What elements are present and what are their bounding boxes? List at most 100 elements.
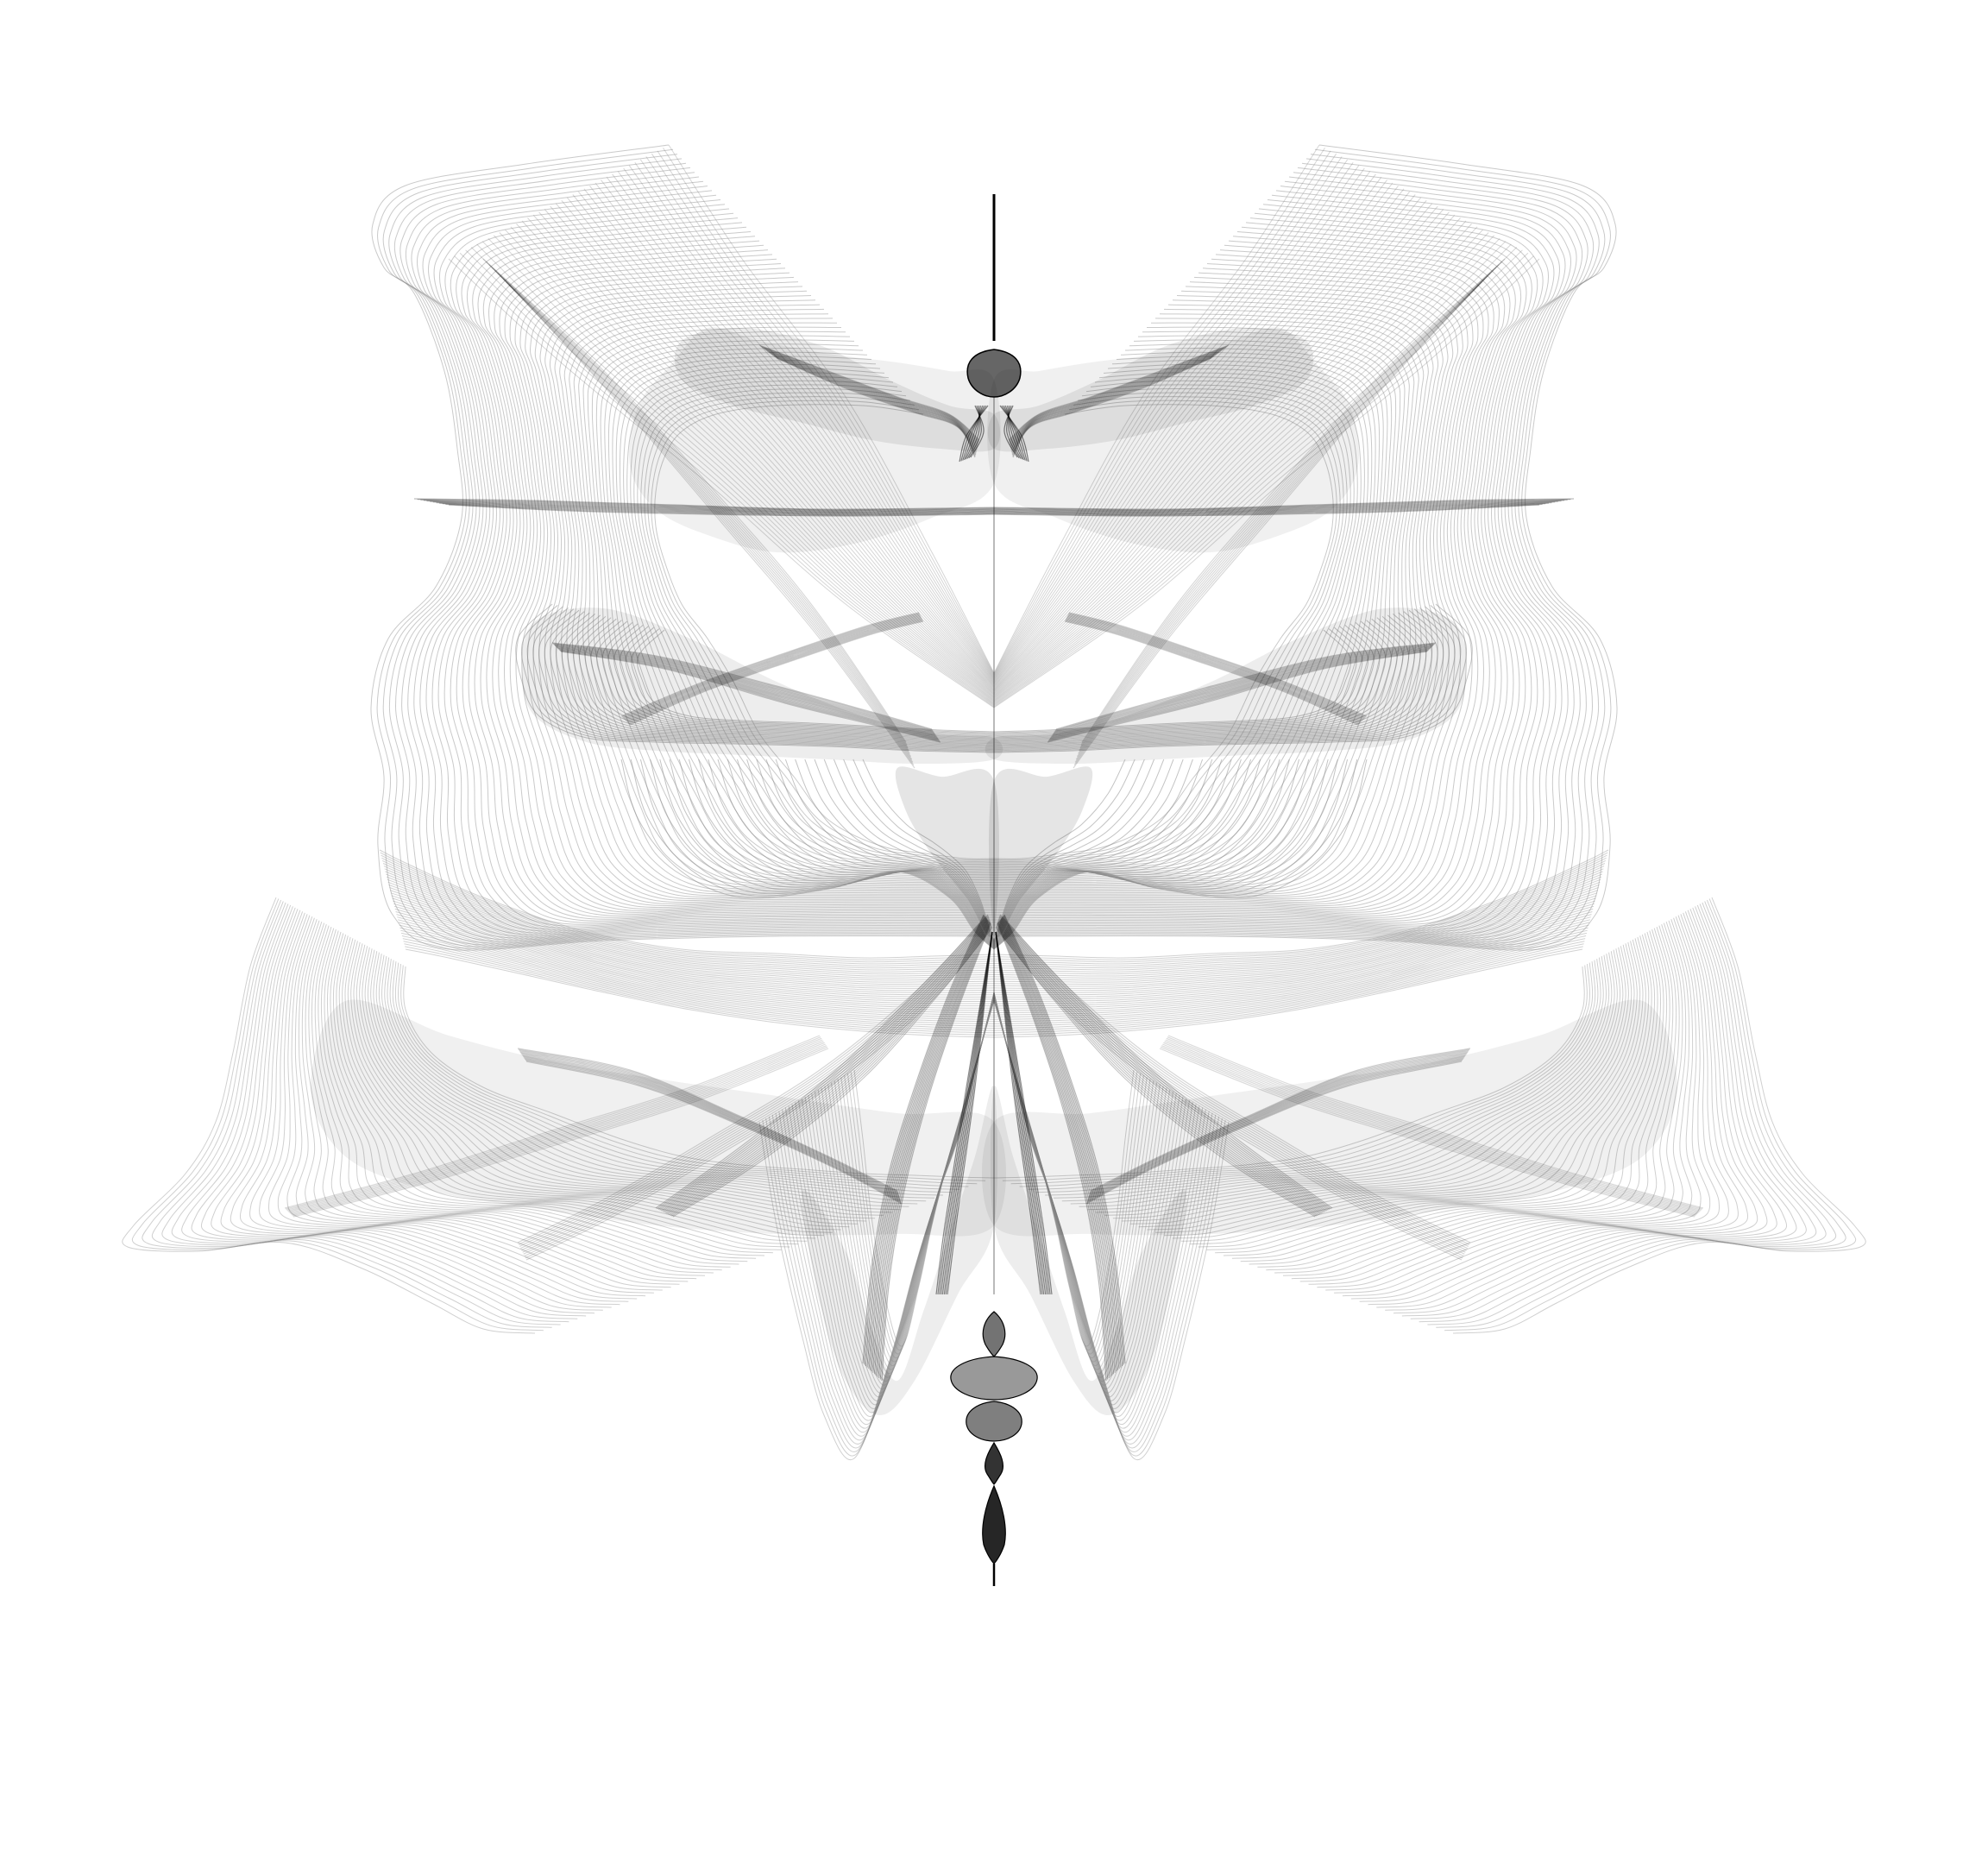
mid-x-ribbon-a-line bbox=[555, 645, 935, 735]
upper-wing-contours-line bbox=[993, 295, 1439, 895]
lower-fan-b-line bbox=[1001, 917, 1119, 1370]
upper-wing-contours-line bbox=[456, 212, 995, 925]
upper-long-diagonal-line bbox=[500, 275, 913, 760]
mid-band-contours-line bbox=[526, 606, 995, 752]
lower-lobe-contours-line bbox=[993, 938, 1586, 1029]
lower-wing-contours-line bbox=[394, 962, 969, 1187]
lower-outer-sweep-line bbox=[1160, 1046, 1696, 1217]
upper-wing-contours-line bbox=[509, 258, 995, 908]
lower-skirt-contours-line bbox=[846, 1000, 995, 1355]
lower-wing-contours-line bbox=[324, 930, 757, 1259]
lower-lobe-contours-line bbox=[395, 911, 995, 1007]
lower-fan-b-line bbox=[1000, 919, 1116, 1373]
mid-band-contours bbox=[515, 603, 1473, 753]
mid-band-contours-line bbox=[520, 605, 995, 752]
lower-skirt-contours-line bbox=[840, 999, 995, 1363]
upper-diagonal-sheet-line bbox=[639, 159, 995, 678]
diamond-bead bbox=[984, 1441, 1004, 1485]
head-v-ribbon-line bbox=[1012, 357, 1212, 458]
lower-wing-contours-line bbox=[1231, 930, 1664, 1259]
upper-wing-contours-line bbox=[993, 318, 1415, 887]
neck-funnel-line bbox=[795, 759, 995, 944]
upper-wing-contours-line bbox=[993, 368, 1365, 872]
lower-cross-ribbon-line bbox=[1086, 1060, 1463, 1204]
lower-fan-c-line bbox=[1002, 935, 1463, 1261]
upper-diagonal-sheet-line bbox=[993, 186, 1399, 686]
lower-wing-contours-line bbox=[1172, 939, 1644, 1239]
lower-fan-a-line bbox=[670, 925, 992, 1217]
upper-diagonal-sheet-line bbox=[993, 229, 1483, 700]
upper-wing-contours-line bbox=[644, 392, 995, 864]
lower-cross-ribbon bbox=[517, 1048, 1471, 1205]
upper-wing-contours-line bbox=[993, 384, 1351, 866]
lower-fan-c-line bbox=[524, 933, 985, 1257]
upper-wing-contours-line bbox=[630, 376, 995, 869]
lower-skirt-contours-line bbox=[993, 998, 1161, 1378]
head-v-ribbon-line bbox=[1010, 352, 1218, 451]
upper-wing-contours-line bbox=[993, 144, 1618, 951]
lower-fan-c-line bbox=[1003, 934, 1463, 1259]
lower-cross-ribbon-line bbox=[1087, 1057, 1464, 1201]
neck-funnel-line bbox=[843, 759, 995, 941]
upper-wing-contours-line bbox=[450, 208, 995, 927]
lower-lobe-contours-line bbox=[387, 881, 995, 983]
upper-diagonal-sheet-line bbox=[448, 258, 995, 708]
upper-diagonal-sheet-line bbox=[668, 144, 995, 674]
upper-wing-contours-line bbox=[376, 148, 995, 949]
upper-wing-contours-line bbox=[993, 199, 1550, 930]
lower-lobe-contours-line bbox=[993, 892, 1598, 992]
upper-wing-contours-line bbox=[993, 154, 1606, 948]
head-v-leg-line bbox=[1004, 405, 1024, 461]
lower-wing-contours-line bbox=[277, 917, 671, 1288]
upper-diagonal-sheet-line bbox=[993, 235, 1495, 702]
lower-skirt-contours-line bbox=[993, 998, 1167, 1386]
lower-wing-contours-line bbox=[230, 911, 629, 1302]
mid-x-ribbon-b-line bbox=[628, 620, 923, 725]
head-v-ribbon-line bbox=[775, 356, 976, 456]
mid-x-ribbon-a-line bbox=[1049, 649, 1430, 740]
mid-band-contours-line bbox=[993, 626, 1363, 734]
lower-outer-sweep-line bbox=[1167, 1036, 1703, 1210]
upper-wing-contours-line bbox=[993, 356, 1376, 876]
lower-skirt-contours-line bbox=[993, 996, 1187, 1409]
upper-long-diagonal-line bbox=[482, 258, 907, 743]
lower-v-legs-line bbox=[939, 931, 993, 1295]
upper-long-diagonal-line bbox=[1079, 264, 1500, 749]
lower-lobe-contours-line bbox=[993, 948, 1583, 1038]
lower-v-legs-line bbox=[941, 931, 993, 1295]
lower-fan-a-line bbox=[997, 923, 1321, 1215]
lower-v-legs-line bbox=[995, 931, 1045, 1295]
upper-diagonal-sheet-line bbox=[993, 176, 1382, 683]
lower-fan-c-line bbox=[1004, 929, 1466, 1253]
lower-fan-a-line bbox=[664, 921, 991, 1213]
lower-skirt-contours-line bbox=[993, 997, 1180, 1401]
mid-x-ribbon-a-line bbox=[1055, 642, 1437, 730]
lower-outer-sweep-line bbox=[284, 1035, 821, 1209]
lower-cross-ribbon-line bbox=[1088, 1054, 1467, 1198]
lower-skirt-contours-line bbox=[844, 999, 995, 1358]
lower-lobe-contours-line bbox=[993, 908, 1594, 1004]
lower-skirt-contours-line bbox=[824, 998, 995, 1382]
lower-skirt-contours-line bbox=[993, 993, 1213, 1441]
upper-diagonal-sheet-line bbox=[488, 237, 995, 702]
lower-fan-c-line bbox=[521, 929, 983, 1251]
mid-band-contours-line bbox=[596, 620, 995, 740]
lower-bulb bbox=[966, 1401, 1022, 1442]
lower-fan-b-line bbox=[1002, 916, 1122, 1368]
upper-diagonal-sheet-line bbox=[493, 235, 995, 702]
upper-diagonal-sheet-line bbox=[561, 199, 995, 690]
lower-wing-contours-line bbox=[1215, 933, 1658, 1254]
upper-wing-contours-line bbox=[993, 372, 1362, 870]
upper-diagonal-sheet-line bbox=[663, 148, 995, 675]
mid-x-ribbon-a-line bbox=[1051, 646, 1431, 737]
upper-diagonal-sheet-line bbox=[555, 203, 995, 691]
head-bulb bbox=[966, 349, 1022, 398]
lower-fan-a bbox=[655, 914, 1333, 1218]
neck-funnel-line bbox=[993, 759, 1358, 949]
lower-fan-c-line bbox=[1003, 931, 1465, 1255]
neck-funnel-line bbox=[993, 759, 1310, 948]
lower-outer-sweep-line bbox=[291, 1045, 827, 1216]
lower-wing-contours-line bbox=[1061, 956, 1607, 1202]
lower-wing-contours-line bbox=[1257, 926, 1674, 1268]
lower-wing-contours-line bbox=[326, 931, 765, 1256]
